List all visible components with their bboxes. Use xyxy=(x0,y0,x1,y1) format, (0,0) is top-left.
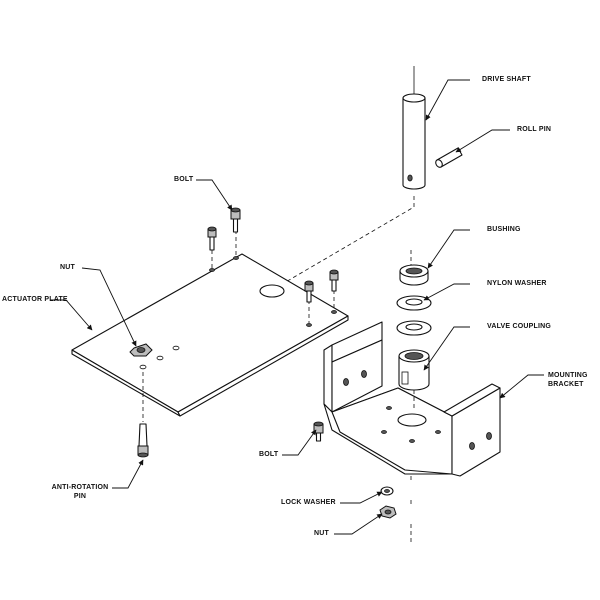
label-roll-pin: ROLL PIN xyxy=(517,126,552,133)
label-bushing: BUSHING xyxy=(487,226,521,233)
nylon-washer-lower xyxy=(396,320,432,336)
label-anti-rotation-pin-2: PIN xyxy=(73,493,87,500)
label-mounting-bracket-2: BRACKET xyxy=(548,381,584,388)
label-actuator-plate: ACTUATOR PLATE xyxy=(2,296,68,303)
label-drive-shaft: DRIVE SHAFT xyxy=(482,76,531,83)
leader-lines xyxy=(50,79,544,535)
nylon-washer-upper xyxy=(396,295,432,311)
actuator-plate xyxy=(71,253,349,417)
anti-rotation-pin xyxy=(137,372,149,458)
label-valve-coupling: VALVE COUPLING xyxy=(487,323,551,330)
label-anti-rotation-pin-1: ANTI-ROTATION xyxy=(51,484,109,491)
plate-bolts xyxy=(207,207,339,323)
label-mounting-bracket-1: MOUNTING xyxy=(548,372,588,379)
label-bolt-bottom: BOLT xyxy=(259,451,279,458)
label-nut-bottom: NUT xyxy=(314,530,329,537)
plate-nut xyxy=(129,343,153,357)
valve-coupling xyxy=(398,349,430,410)
bottom-nut xyxy=(379,505,397,519)
label-nylon-washer: NYLON WASHER xyxy=(487,280,547,287)
drive-shaft xyxy=(271,66,426,291)
roll-pin xyxy=(435,147,463,168)
mounting-bracket xyxy=(323,321,501,477)
bracket-bolt xyxy=(313,421,324,442)
label-bolt-top: BOLT xyxy=(174,176,194,183)
lock-washer xyxy=(380,486,394,496)
label-lock-washer: LOCK WASHER xyxy=(281,499,336,506)
label-nut-left: NUT xyxy=(60,264,75,271)
bushing xyxy=(399,264,429,286)
